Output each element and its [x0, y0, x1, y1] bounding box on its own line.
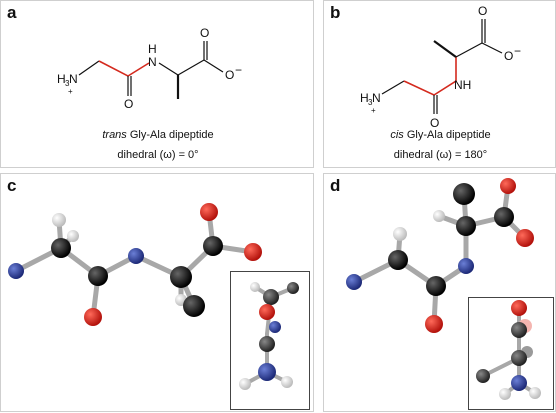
oxygen-atom	[259, 304, 275, 320]
carbon-atom	[263, 289, 279, 305]
hydrogen-atom	[433, 210, 445, 222]
nitrogen-atom	[458, 258, 474, 274]
carbon-atom	[456, 216, 476, 236]
nitrogen-atom	[511, 375, 527, 391]
bonds-c	[13, 209, 256, 320]
h3n-label-sub-b: 3	[368, 98, 373, 107]
hydrogen-atom	[499, 388, 511, 400]
h3n-plus-b: +	[371, 106, 376, 115]
hydrogen-atom	[250, 282, 260, 292]
carboxyl-o-top-b: O	[478, 4, 487, 18]
peptide-bond-red-b	[403, 57, 457, 96]
oxygen-atom	[425, 315, 443, 333]
caption-a: trans Gly-Ala dipeptide	[1, 129, 315, 141]
methyl-bond-b	[433, 40, 457, 58]
carboxyl-o-minus-a: O	[225, 68, 234, 82]
carbon-atom	[183, 295, 205, 317]
oxygen-atom	[84, 308, 102, 326]
hydrogen-atom	[67, 230, 79, 242]
carbon-atom	[494, 207, 514, 227]
carbon-atom	[170, 266, 192, 288]
inset-c-model	[239, 282, 299, 390]
h3n-label-sub: 3	[65, 79, 70, 88]
panel-label-b: b	[330, 3, 341, 22]
hydrogen-atom	[281, 376, 293, 388]
amide-h-a: H	[148, 42, 157, 56]
carbon-atom	[476, 369, 490, 383]
bond-carboxyl-o2-b	[481, 42, 503, 54]
bond-n-ca2	[158, 62, 179, 76]
amide-nh-b: NH	[454, 78, 471, 92]
carbonyl-o-a: O	[124, 97, 133, 111]
panel-label-a: a	[7, 3, 17, 22]
minus-b: −	[514, 44, 521, 58]
panel-c: c	[0, 173, 314, 412]
h3n-label-h: H	[57, 72, 66, 86]
amide-n-a: N	[148, 55, 157, 69]
carbon-atom	[426, 276, 446, 296]
bond-n-ca-b	[381, 80, 405, 95]
bond-ca-c	[177, 59, 205, 76]
carbon-atom	[511, 350, 527, 366]
carbon-atom	[88, 266, 108, 286]
carbon-atom	[453, 183, 475, 205]
inset-d	[468, 297, 554, 410]
carboxyl-o-top-a: O	[200, 26, 209, 40]
carbon-atom	[203, 236, 223, 256]
oxygen-atom	[511, 300, 527, 316]
carbon-atom	[511, 322, 527, 338]
oxygen-atom	[244, 243, 262, 261]
caption-b-rest: Gly-Ala dipeptide	[403, 129, 491, 141]
peptide-bond-red	[98, 60, 150, 77]
panel-label-d: d	[330, 176, 341, 195]
caption-b: cis Gly-Ala dipeptide	[324, 129, 556, 141]
cis-ball-stick-model	[346, 178, 534, 333]
bond-carboxyl-o2	[203, 59, 224, 73]
nitrogen-atom	[346, 274, 362, 290]
bond-ca-c-b	[455, 42, 483, 58]
hydrogen-atom	[529, 387, 541, 399]
caption-b-italic: cis	[390, 129, 404, 141]
h3n-plus: +	[68, 87, 73, 96]
nitrogen-atom	[128, 248, 144, 264]
h3n-label-n: N	[69, 72, 78, 86]
atoms-c	[8, 203, 262, 326]
panel-label-c: c	[7, 176, 17, 195]
h3n-label-h-b: H	[360, 91, 369, 105]
carbon-atom	[259, 336, 275, 352]
hydrogen-atom	[393, 227, 407, 241]
hydrogen-atom	[52, 213, 66, 227]
oxygen-atom	[516, 229, 534, 247]
panel-a: a H 3 N + O N H O O − trans Gly-Ala dipe…	[0, 0, 314, 168]
dihedral-a: dihedral (ω) = 0°	[117, 149, 199, 161]
h3n-label-n-b: N	[372, 91, 381, 105]
bond-n-ca	[78, 60, 100, 76]
carboxyl-o-minus-b: O	[504, 49, 513, 63]
carbonyl-o-b: O	[430, 116, 439, 130]
panel-d: d	[323, 173, 556, 412]
carbon-atom	[287, 282, 299, 294]
caption-a-rest: Gly-Ala dipeptide	[126, 129, 214, 141]
oxygen-atom	[500, 178, 516, 194]
hydrogen-atom	[239, 378, 251, 390]
inset-c	[230, 271, 310, 410]
carbon-atom	[51, 238, 71, 258]
panel-b: b H 3 N + O NH O O − cis Gly-Ala dipepti…	[323, 0, 556, 168]
carbon-atom	[388, 250, 408, 270]
minus-a: −	[235, 63, 242, 77]
oxygen-atom	[200, 203, 218, 221]
trans-ball-stick-model	[8, 203, 262, 326]
nitrogen-atom	[8, 263, 24, 279]
nitrogen-atom	[258, 363, 276, 381]
inset-d-model	[476, 300, 541, 400]
trans-structure: H 3 N + O N H O O −	[57, 26, 242, 111]
nitrogen-atom	[269, 321, 281, 333]
cis-structure: H 3 N + O NH O O −	[360, 4, 521, 130]
caption-a-italic: trans	[102, 129, 127, 141]
dihedral-b: dihedral (ω) = 180°	[393, 149, 488, 161]
